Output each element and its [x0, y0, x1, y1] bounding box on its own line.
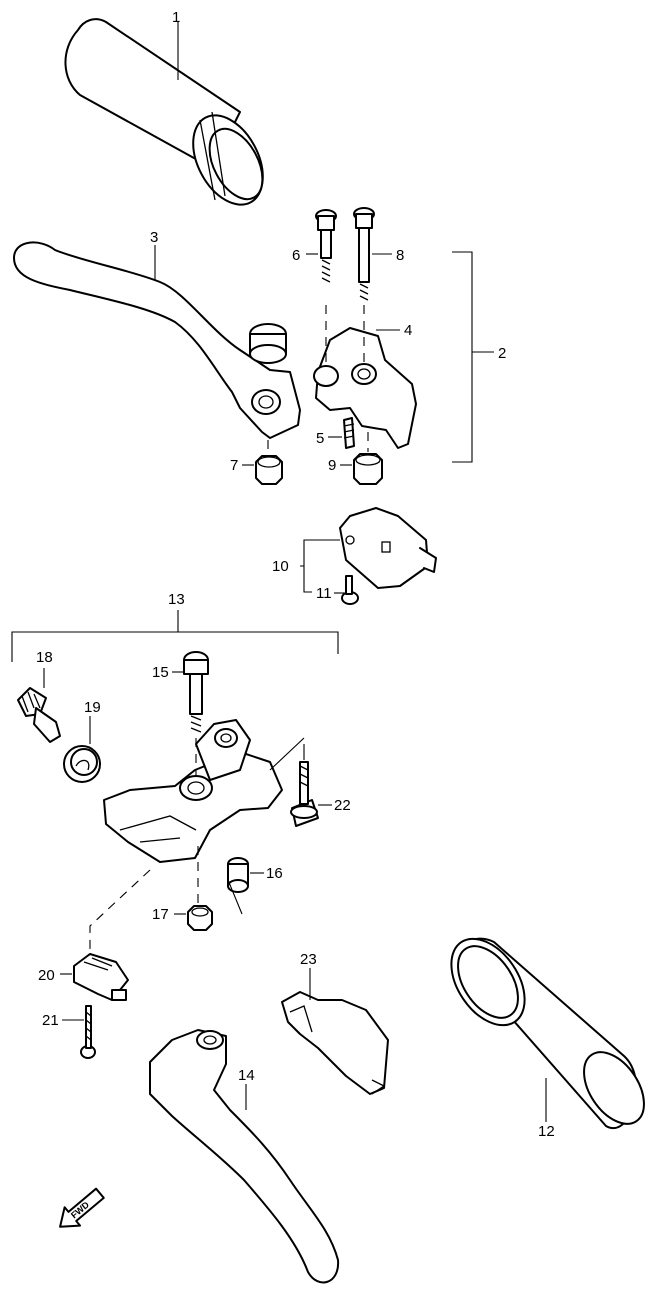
callout-4: 4	[404, 322, 412, 339]
clutch-switch	[60, 869, 151, 1001]
switch-screw-lower	[62, 1005, 96, 1059]
callout-labels: 1 2 3 4 5 6 7 8 9 10 11 12 13 14 15 16 1…	[36, 9, 555, 1140]
lever-holder-lower	[103, 719, 283, 863]
callout-1: 1	[172, 9, 180, 26]
callout-7: 7	[230, 457, 238, 474]
callout-8: 8	[396, 247, 404, 264]
callout-9: 9	[328, 457, 336, 474]
callout-17: 17	[152, 906, 169, 923]
adjuster-bolt	[17, 668, 61, 743]
callout-3: 3	[150, 229, 158, 246]
pivot-bolt-8	[353, 207, 392, 362]
callout-15: 15	[152, 664, 169, 681]
callout-22: 22	[334, 797, 351, 814]
stop-switch	[300, 507, 437, 593]
callout-18: 18	[36, 649, 53, 666]
pivot-collar	[227, 857, 264, 915]
callout-6: 6	[292, 247, 300, 264]
callout-14: 14	[238, 1067, 255, 1084]
lock-nut	[63, 716, 101, 783]
assembly-bracket-13	[11, 610, 339, 662]
set-screw	[328, 417, 355, 449]
callout-13: 13	[168, 591, 185, 608]
nut-9	[340, 432, 383, 485]
throttle-grip	[64, 18, 264, 206]
callout-10: 10	[272, 558, 289, 575]
handlebar-grip	[450, 937, 645, 1130]
callout-21: 21	[42, 1012, 59, 1029]
callout-2: 2	[498, 345, 506, 362]
callout-16: 16	[266, 865, 283, 882]
forward-arrow-icon: FWD	[59, 1187, 105, 1228]
pivot-nut	[174, 846, 213, 931]
callout-19: 19	[84, 699, 101, 716]
upper-lever	[13, 241, 301, 439]
callout-12: 12	[538, 1123, 555, 1140]
lever-boot	[281, 968, 389, 1095]
callout-23: 23	[300, 951, 317, 968]
assembly-bracket-2	[452, 251, 494, 463]
clamp-bolt	[269, 737, 332, 827]
callout-20: 20	[38, 967, 55, 984]
pivot-bolt-15	[172, 651, 209, 776]
callout-11: 11	[316, 585, 332, 602]
lower-lever	[149, 1029, 340, 1284]
nut-7	[242, 440, 283, 485]
callout-5: 5	[316, 430, 324, 447]
lever-holder	[313, 327, 417, 449]
switch-screw	[334, 575, 359, 605]
pivot-bolt-6	[306, 209, 337, 362]
